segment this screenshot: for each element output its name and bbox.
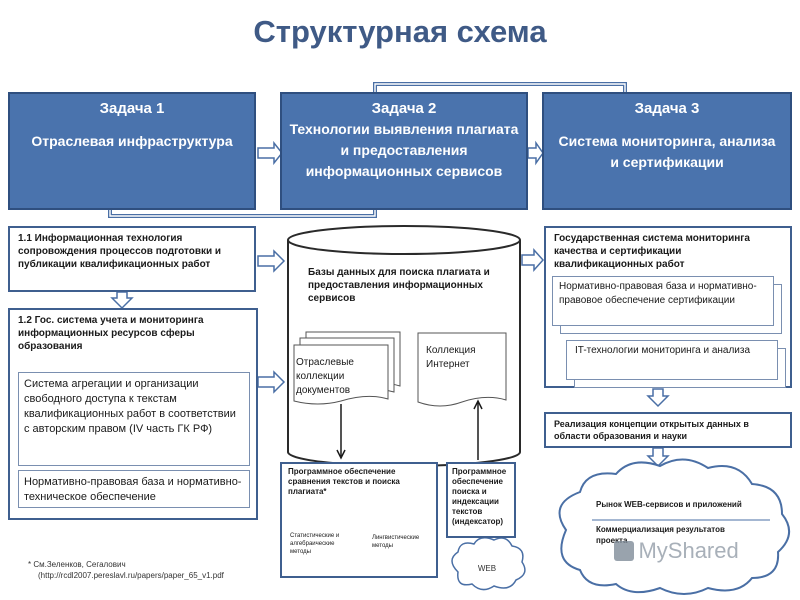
opendata-text: Реализация концепции открытых данных в о… [554,419,749,441]
arrow-opendata-market [646,447,670,468]
web-cloud [451,537,526,591]
web-cloud-label: WEB [477,564,497,573]
doc-right [417,332,507,407]
footnote-line1: * См.Зеленков, Сегалович [28,560,126,569]
compare-box: Программное обеспечение сравнения тексто… [280,462,438,578]
database-cylinder [287,225,521,467]
market-cloud-line2: Коммерциализация результатов проекта [596,525,725,545]
opendata-box: Реализация концепции открытых данных в о… [544,412,792,448]
box-1-1-text: 1.1 Информационная технология сопровожде… [18,233,222,270]
market-cloud-line1: Рынок WEB-сервисов и приложений [596,500,742,509]
arrow-db-state [521,248,545,272]
task3-name: Система мониторинга, анализа и сертифика… [558,133,776,170]
task1-box: Задача 1 Отраслевая инфраструктура [8,92,256,210]
box-1-2: 1.2 Гос. система учета и мониторинга инф… [8,308,258,520]
box-1-2-inner-2: Нормативно-правовая база и нормативно-те… [18,470,250,508]
watermark-text: MyShared [638,538,739,563]
state-box: Государственная система мониторинга каче… [544,226,792,388]
box-1-2-header: 1.2 Гос. система учета и мониторинга инф… [18,315,204,352]
bracket-top [373,82,627,92]
task1-header: Задача 1 [99,100,165,117]
arrow-box11-box12 [110,291,134,310]
box-1-1: 1.1 Информационная технология сопровожде… [8,226,256,292]
arrow-task2-task3 [527,140,544,166]
task3-box: Задача 3 Система мониторинга, анализа и … [542,92,792,210]
arrow-task1-task2 [257,140,283,166]
page-title: Структурная схема [253,14,547,49]
state-box-inner-2: IT-технологии мониторинга и анализа [566,340,778,380]
method-2-label: Лингвистические методы [372,535,420,549]
footnote-line2: (http://rcdl2007.pereslavl.ru/papers/pap… [38,571,224,580]
arrow-state-opendata [646,388,670,408]
indexer-box: Программное обеспечение поиска и индекса… [446,462,516,538]
method-1-label: Статистические и алгебраические методы [290,533,340,555]
doc-right-label: Коллекция Интернет [426,345,476,370]
indexer-box-text: Программное обеспечение поиска и индекса… [452,467,507,526]
task2-box: Задача 2 Технологии выявления плагиата и… [280,92,528,210]
task2-name: Технологии выявления плагиата и предоста… [289,121,519,179]
watermark: MyShared [614,538,784,568]
bracket-bottom [108,210,377,218]
task3-header: Задача 3 [634,100,700,117]
state-box-header: Государственная система мониторинга каче… [554,233,750,270]
database-label: Базы данных для поиска плагиата и предос… [308,267,490,304]
arrow-box11-db [257,249,286,273]
compare-box-text: Программное обеспечение сравнения тексто… [288,467,400,496]
task1-name: Отраслевая инфраструктура [31,133,233,149]
arrow-box12-db [257,370,286,394]
presentation-icon [614,541,634,561]
task2-header: Задача 2 [371,100,437,117]
doc-left-label: Отраслевые коллекции документов [296,357,354,396]
box-1-2-inner-1: Система агрегации и организации свободно… [18,372,250,466]
doc-stack-left [293,331,401,405]
state-box-inner-1: Нормативно-правовая база и нормативно-пр… [552,276,774,326]
